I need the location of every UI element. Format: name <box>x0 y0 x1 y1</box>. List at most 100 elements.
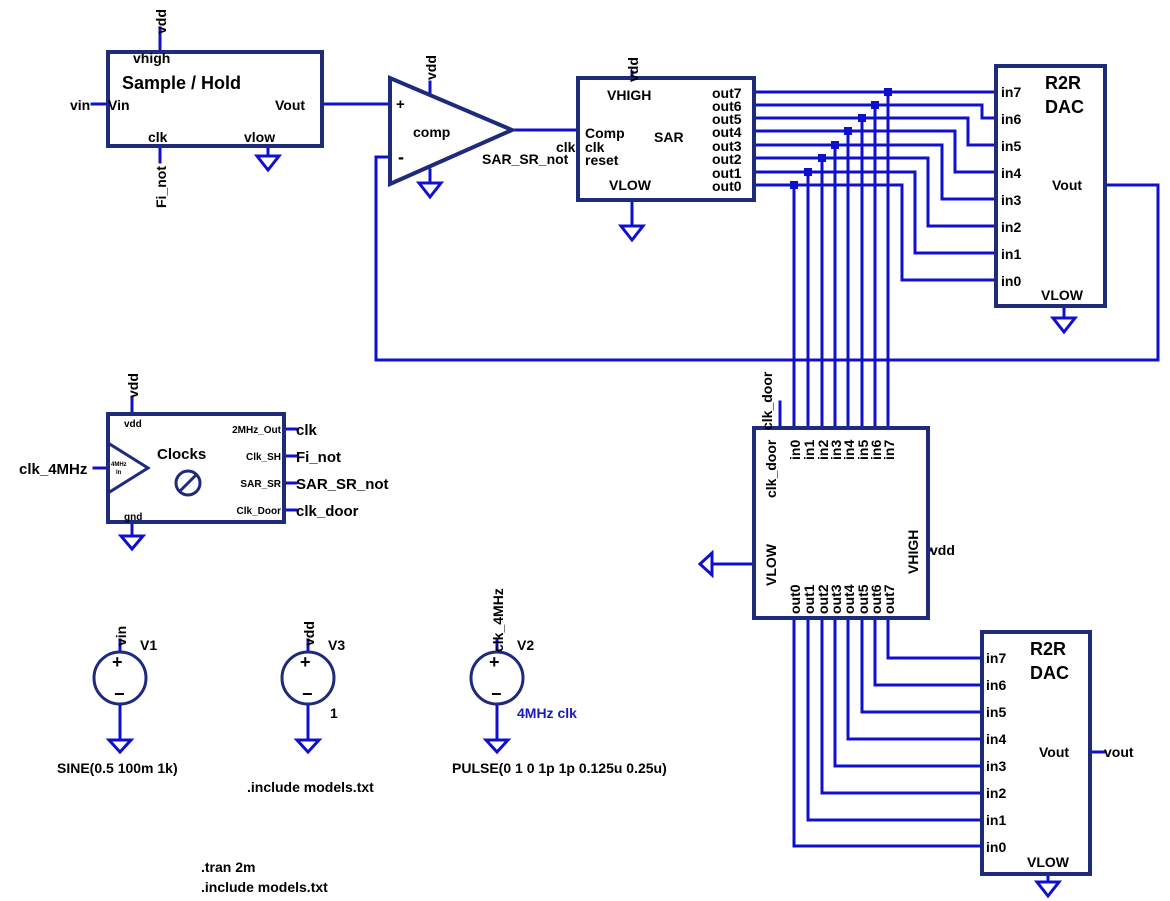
ground-icon <box>617 224 647 243</box>
sar-output: out7 <box>712 85 742 101</box>
dac-bottom-input: in2 <box>986 785 1006 801</box>
sample-hold-pin-clk: clk <box>148 129 168 145</box>
net-label-clk-sar: clk <box>556 139 576 155</box>
net-label-vdd-sar: vdd <box>625 57 641 82</box>
latch-pin-clk-door: clk_door <box>763 439 779 498</box>
comparator-block[interactable]: comp + - <box>388 74 518 188</box>
sar-output: out3 <box>712 138 742 154</box>
dac-bottom-input: in3 <box>986 758 1006 774</box>
dac-bottom-pin-vlow: VLOW <box>1027 854 1070 870</box>
dac-top-pin-vlow: VLOW <box>1041 287 1084 303</box>
junction-dots <box>790 88 892 189</box>
dac-top-block[interactable]: R2R DAC Vout VLOW in7 in6 in5 in4 in3 in… <box>994 64 1107 308</box>
dac-top-input: in5 <box>1001 138 1021 154</box>
clocks-buffer-label-1: 4MHz <box>111 462 127 468</box>
sample-hold-block[interactable]: Sample / Hold vhigh Vin Vout clk vlow <box>106 50 324 148</box>
latch-output: out6 <box>868 584 884 614</box>
plus-icon: + <box>489 652 500 672</box>
latch-top-pins: clk_door in0 in1 in2 in3 in4 in5 in6 in7 <box>763 439 897 498</box>
latch-output: out7 <box>881 584 897 614</box>
net-label-vdd-latch: vdd <box>930 542 955 558</box>
net-label: clk <box>296 422 318 439</box>
dac-bottom-input: in0 <box>986 839 1006 855</box>
dac-top-input: in3 <box>1001 192 1021 208</box>
dac-bottom-input: in1 <box>986 812 1006 828</box>
dac-top-pin-vout: Vout <box>1052 177 1082 193</box>
dac-top-title-2: DAC <box>1045 97 1084 117</box>
oscillator-icon <box>174 469 202 497</box>
clocks-block[interactable]: 4MHz In Clocks vdd gnd 2MHz_Out Clk_SH S… <box>106 412 286 524</box>
clocks-pin: 2MHz_Out <box>232 425 282 436</box>
ground-icon <box>697 549 714 579</box>
latch-pin-vlow: VLOW <box>763 543 779 586</box>
source-v3-value: 1 <box>330 705 338 721</box>
net-label-vout: vout <box>1104 744 1134 760</box>
net-labels: vdd vin Fi_not vdd vdd clk SAR_SR_not cl… <box>19 9 1134 760</box>
ground-icon <box>415 181 445 200</box>
sar-block[interactable]: VHIGH VLOW Comp clk reset SAR out7 out6 … <box>576 76 756 202</box>
minus-icon: − <box>491 684 502 704</box>
dac-bottom-input: in5 <box>986 704 1006 720</box>
sample-hold-pin-vhigh: vhigh <box>133 50 170 66</box>
latch-output: out1 <box>801 584 817 614</box>
latch-input: in6 <box>868 440 884 460</box>
ground-symbols <box>105 154 1079 899</box>
sar-output: out0 <box>712 178 742 194</box>
ground-icon <box>105 738 135 755</box>
dac-bottom-title-2: DAC <box>1030 663 1069 683</box>
source-v3[interactable]: + − vdd V3 1 .include models.txt <box>247 621 374 795</box>
comparator-plus: + <box>396 96 405 113</box>
sample-hold-title: Sample / Hold <box>122 73 241 93</box>
sar-output: out6 <box>712 98 742 114</box>
clocks-pin: SAR_SR <box>240 479 281 490</box>
dac-top-input: in6 <box>1001 111 1021 127</box>
ground-icon <box>253 154 283 173</box>
comparator-title: comp <box>413 124 450 140</box>
source-v2-name: V2 <box>517 637 534 653</box>
source-v1[interactable]: + − vin V1 SINE(0.5 100m 1k) <box>57 626 178 776</box>
latch-input: in3 <box>828 440 844 460</box>
dac-top-input: in7 <box>1001 84 1021 100</box>
directive: .include models.txt <box>201 879 328 895</box>
source-v3-node: vdd <box>301 621 317 646</box>
sample-hold-pin-vlow: vlow <box>244 129 275 145</box>
sar-pin-vhigh: VHIGH <box>607 87 651 103</box>
ground-icon <box>1033 880 1063 899</box>
source-v2[interactable]: + − clk_4MHz V2 4MHz clk PULSE(0 1 0 1p … <box>452 588 667 776</box>
plus-icon: + <box>112 652 123 672</box>
ground-icon <box>293 738 323 755</box>
latch-input: in0 <box>787 440 803 460</box>
net-label-sar-sr-not: SAR_SR_not <box>482 151 569 167</box>
dac-top-title-1: R2R <box>1045 73 1081 93</box>
dac-bottom-input: in7 <box>986 650 1006 666</box>
net-label-clk-4mhz: clk_4MHz <box>19 461 87 478</box>
ground-icon <box>482 738 512 755</box>
plus-icon: + <box>300 652 311 672</box>
net-label-vdd-comp: vdd <box>423 55 439 80</box>
latch-output: out2 <box>815 584 831 614</box>
comparator-minus: - <box>398 147 404 167</box>
dac-bottom-block[interactable]: R2R DAC Vout VLOW in7 in6 in5 in4 in3 in… <box>980 630 1092 876</box>
dac-top-input: in1 <box>1001 246 1021 262</box>
sar-pin-vlow: VLOW <box>609 177 652 193</box>
source-v2-node: clk_4MHz <box>490 588 506 652</box>
clocks-title: Clocks <box>157 446 206 463</box>
clocks-buffer-label-2: In <box>116 470 122 476</box>
net-label-clk-door: clk_door <box>759 371 775 430</box>
dac-bottom-inputs: in7 in6 in5 in4 in3 in2 in1 in0 <box>986 650 1006 855</box>
sample-hold-pin-vin: Vin <box>108 97 130 113</box>
dac-bottom-input: in4 <box>986 731 1006 747</box>
latch-input: in2 <box>815 440 831 460</box>
net-label: SAR_SR_not <box>296 476 389 493</box>
sample-hold-pin-vout: Vout <box>275 97 305 113</box>
sar-title: SAR <box>654 129 684 145</box>
clocks-pin: Clk_SH <box>246 452 281 463</box>
source-v1-value: SINE(0.5 100m 1k) <box>57 760 178 776</box>
latch-input: in4 <box>841 440 857 460</box>
latch-block[interactable]: clk_door in0 in1 in2 in3 in4 in5 in6 in7… <box>752 426 930 620</box>
latch-input: in5 <box>855 440 871 460</box>
dac-top-inputs: in7 in6 in5 in4 in3 in2 in1 in0 <box>1001 84 1021 289</box>
dac-top-input: in0 <box>1001 273 1021 289</box>
clocks-pin-vdd: vdd <box>124 419 142 430</box>
